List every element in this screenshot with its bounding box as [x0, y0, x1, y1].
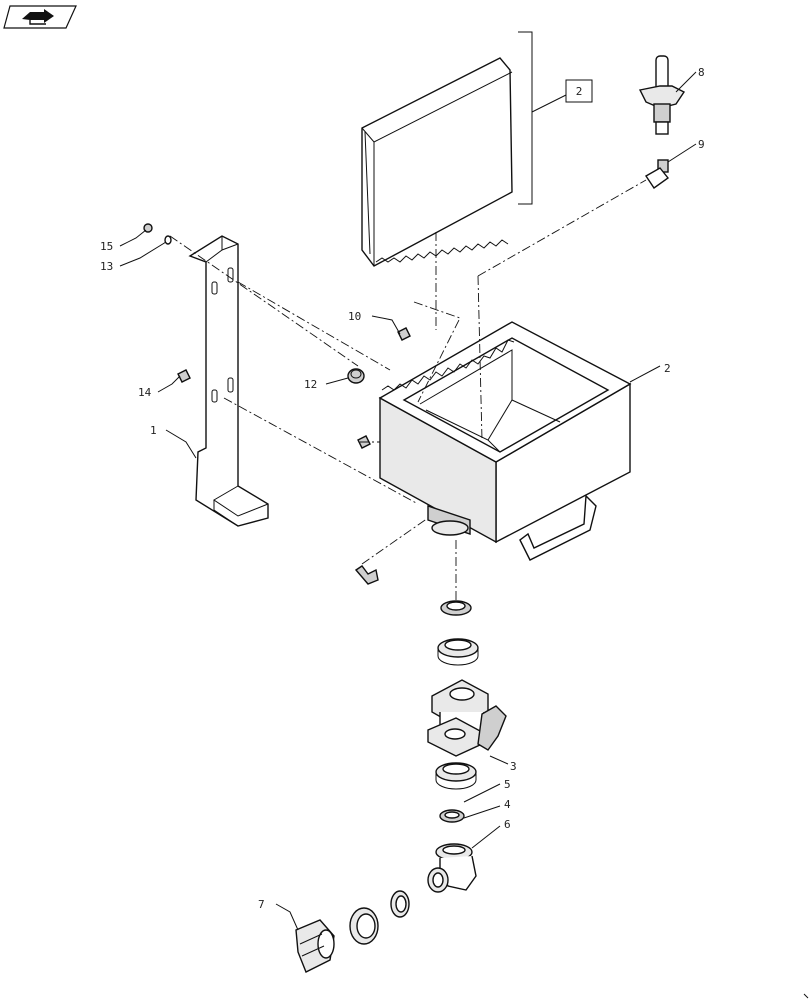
arrow-pointing-right-into-box-icon: [22, 9, 54, 25]
corner-mark: [803, 993, 809, 999]
callout-15: 15: [100, 240, 113, 253]
elbow-6: [427, 843, 477, 893]
gasket-4: [439, 809, 465, 823]
callout-14: 14: [138, 386, 152, 399]
callout-9: 9: [698, 138, 705, 151]
callout-10: 10: [348, 310, 361, 323]
hopper-lid: [361, 57, 513, 267]
callout-7: 7: [258, 898, 265, 911]
leader-lines: [119, 71, 697, 931]
plug-8: [638, 55, 686, 135]
clamp-ring: [437, 638, 479, 666]
center-lines: [169, 179, 647, 600]
washer-13: [164, 235, 172, 245]
mounting-bracket: [188, 235, 269, 527]
clamp-ring-left: [390, 890, 410, 918]
bolt-14: [177, 369, 191, 383]
boxed-callout: 2: [565, 79, 593, 103]
callout-8: 8: [698, 66, 705, 79]
bolt-bottom: [354, 565, 379, 585]
callout-5: 5: [504, 778, 511, 791]
clamp-ring-large: [349, 907, 379, 945]
callout-13: 13: [100, 260, 113, 273]
knob-12: [347, 368, 365, 384]
nut-10: [397, 327, 411, 341]
elbow-9: [645, 159, 670, 189]
clamp-ring-5: [435, 762, 477, 790]
ball-valve-3: [427, 679, 507, 757]
callout-3: 3: [510, 760, 517, 773]
callout-labels: 1 2 3 4 5 6 7 8 9 10 12 15 13 14: [100, 66, 705, 911]
hose-barb-7: [295, 919, 335, 973]
callout-6: 6: [504, 818, 511, 831]
seal-ring-top: [440, 600, 472, 616]
nav-icon-button[interactable]: [3, 5, 77, 29]
boxed-callout-label: 2: [576, 85, 583, 98]
callout-2: 2: [664, 362, 671, 375]
hopper-box: [378, 321, 632, 561]
lid-bracket: [518, 31, 533, 205]
callout-12: 12: [304, 378, 317, 391]
callout-1: 1: [150, 424, 157, 437]
callout-4: 4: [504, 798, 511, 811]
